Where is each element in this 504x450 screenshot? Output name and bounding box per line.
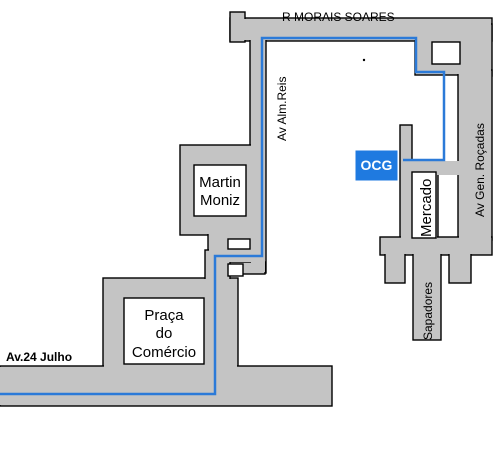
label-praca: Praça xyxy=(144,307,184,324)
ocg-label: OCG xyxy=(361,157,393,173)
label-alm-reis: Av Alm.Reis xyxy=(275,77,289,141)
block-small-b xyxy=(227,263,244,277)
ocg-box[interactable] xyxy=(355,150,398,181)
label-comercio: Comércio xyxy=(132,344,196,361)
marker-dot xyxy=(362,58,366,62)
block-praca xyxy=(123,297,205,365)
city-blocks xyxy=(123,41,461,365)
label-martin: Martin xyxy=(199,174,241,191)
block-small-a xyxy=(227,238,251,250)
ocg-marker[interactable]: OCG xyxy=(355,150,398,181)
label-do: do xyxy=(156,325,173,342)
label-24-julho: Av.24 Julho xyxy=(6,350,72,364)
label-moniz: Moniz xyxy=(200,192,240,209)
label-gen-rocadas: Av Gen. Roçadas xyxy=(473,123,487,217)
block-martin-moniz xyxy=(193,164,247,217)
route-line xyxy=(0,36,446,396)
label-sapadores: Sapadores xyxy=(421,282,435,340)
block-top-right xyxy=(431,41,461,65)
label-morais-soares: R MORAIS SOARES xyxy=(282,10,395,24)
block-mercado xyxy=(411,171,437,239)
label-mercado: Mercado xyxy=(418,179,435,237)
